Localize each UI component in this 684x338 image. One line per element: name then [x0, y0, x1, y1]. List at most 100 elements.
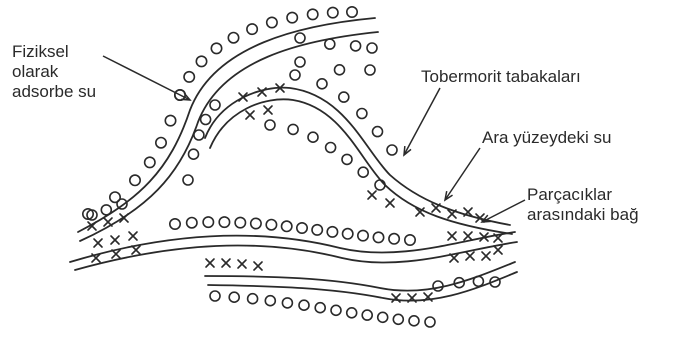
interparticle-bond-cross: [254, 262, 262, 270]
interparticle-bond-cross: [368, 191, 376, 199]
interparticle-bond-cross: [246, 111, 254, 119]
water-molecule-circle: [378, 312, 388, 322]
water-molecule-circle: [247, 24, 257, 34]
interparticle-bond-cross: [386, 199, 394, 207]
water-molecule-circle: [373, 232, 383, 242]
water-molecule-circle: [342, 154, 352, 164]
water-molecule-circle: [409, 316, 419, 326]
water-molecule-circle: [189, 149, 199, 159]
water-molecule-circle: [327, 227, 337, 237]
label-tobermorite-layers: Tobermorit tabakaları: [421, 67, 581, 87]
interparticle-bond-cross: [448, 232, 456, 240]
water-molecule-circle: [290, 70, 300, 80]
water-molecule-circle: [235, 217, 245, 227]
interparticle-bond-cross: [132, 246, 140, 254]
water-molecule-circle: [312, 225, 322, 235]
interparticle-bond-cross: [450, 254, 458, 262]
water-molecule-circle: [343, 229, 353, 239]
water-molecule-circle: [210, 100, 220, 110]
water-molecule-circle: [473, 276, 483, 286]
water-molecule-circle: [203, 217, 213, 227]
water-molecule-circle: [358, 230, 368, 240]
water-molecule-circle: [183, 175, 193, 185]
water-molecule-circle: [287, 12, 297, 22]
water-molecule-circle: [387, 145, 397, 155]
water-molecule-circle: [365, 65, 375, 75]
interparticle-bond-cross: [111, 236, 119, 244]
water-molecule-circle: [265, 120, 275, 130]
pointer-adsorbed-water: [103, 56, 190, 100]
water-molecule-circle: [266, 220, 276, 230]
water-molecule-circle: [145, 157, 155, 167]
water-molecule-circle: [101, 205, 111, 215]
label-physically-adsorbed-water: Fiziksel olarak adsorbe su: [12, 42, 96, 102]
water-molecule-circle: [282, 298, 292, 308]
water-molecule-circle: [347, 308, 357, 318]
water-molecule-circle: [170, 219, 180, 229]
water-molecule-circle: [347, 7, 357, 17]
water-molecule-circle: [194, 130, 204, 140]
water-molecule-circle: [357, 109, 367, 119]
water-molecule-circle: [187, 218, 197, 228]
interparticle-bond-cross: [222, 259, 230, 267]
water-molecule-circle: [248, 294, 258, 304]
interparticle-bond-cross: [464, 232, 472, 240]
water-molecule-circle: [196, 56, 206, 66]
interparticle-bond-cross: [258, 88, 266, 96]
interparticle-bond-cross: [129, 232, 137, 240]
water-molecule-circle: [288, 124, 298, 134]
water-molecule-circle: [299, 300, 309, 310]
water-molecule-circle: [375, 180, 385, 190]
pointer-interparticle-bond: [482, 200, 525, 222]
water-molecule-circle: [328, 7, 338, 17]
water-molecule-circle: [228, 33, 238, 43]
water-molecule-circle: [156, 138, 166, 148]
water-molecule-circle: [326, 143, 336, 153]
water-molecule-circle: [295, 33, 305, 43]
interparticle-bond-cross: [466, 252, 474, 260]
water-molecule-circle: [317, 79, 327, 89]
water-molecule-circle: [425, 317, 435, 327]
water-molecule-circle: [295, 57, 305, 67]
tobermorite-layer-line: [75, 242, 517, 270]
interparticle-bond-cross: [482, 252, 490, 260]
water-molecule-circle: [325, 39, 335, 49]
water-molecule-circle: [339, 92, 349, 102]
water-molecule-circle: [210, 291, 220, 301]
water-molecule-circle: [267, 17, 277, 27]
water-molecule-circle: [433, 281, 443, 291]
water-molecule-circle: [358, 167, 368, 177]
water-molecule-circle: [265, 296, 275, 306]
water-molecule-circle: [165, 115, 175, 125]
water-molecule-circle: [211, 43, 221, 53]
tobermorite-layer-line: [70, 232, 515, 262]
water-molecule-circle: [367, 43, 377, 53]
water-molecule-circle: [201, 115, 211, 125]
water-molecule-circle: [315, 303, 325, 313]
interparticle-bond-cross: [494, 246, 502, 254]
pointer-interlayer-water: [445, 148, 480, 200]
interparticle-bond-cross: [104, 218, 112, 226]
water-molecule-circle: [389, 234, 399, 244]
interparticle-bond-cross: [264, 106, 272, 114]
pointer-tobermorite: [404, 88, 440, 155]
interparticle-bond-cross: [94, 239, 102, 247]
water-molecule-circle: [130, 175, 140, 185]
water-molecule-circle: [308, 9, 318, 19]
water-molecule-circle: [282, 221, 292, 231]
interparticle-bond-cross: [432, 204, 440, 212]
tobermorite-layer-line: [78, 18, 375, 232]
water-molecule-circle: [331, 305, 341, 315]
water-molecule-circle: [351, 41, 361, 51]
water-molecule-circle: [297, 223, 307, 233]
water-molecule-circle: [251, 218, 261, 228]
interparticle-bond-cross: [112, 250, 120, 258]
water-molecule-circle: [373, 127, 383, 137]
water-molecule-circle: [308, 132, 318, 142]
tobermorite-layer-line: [205, 88, 510, 225]
water-molecule-circle: [229, 292, 239, 302]
label-interparticle-bond: Parçacıklar arasındaki bağ: [527, 185, 639, 225]
water-molecule-circle: [393, 314, 403, 324]
water-molecule-circle: [184, 72, 194, 82]
